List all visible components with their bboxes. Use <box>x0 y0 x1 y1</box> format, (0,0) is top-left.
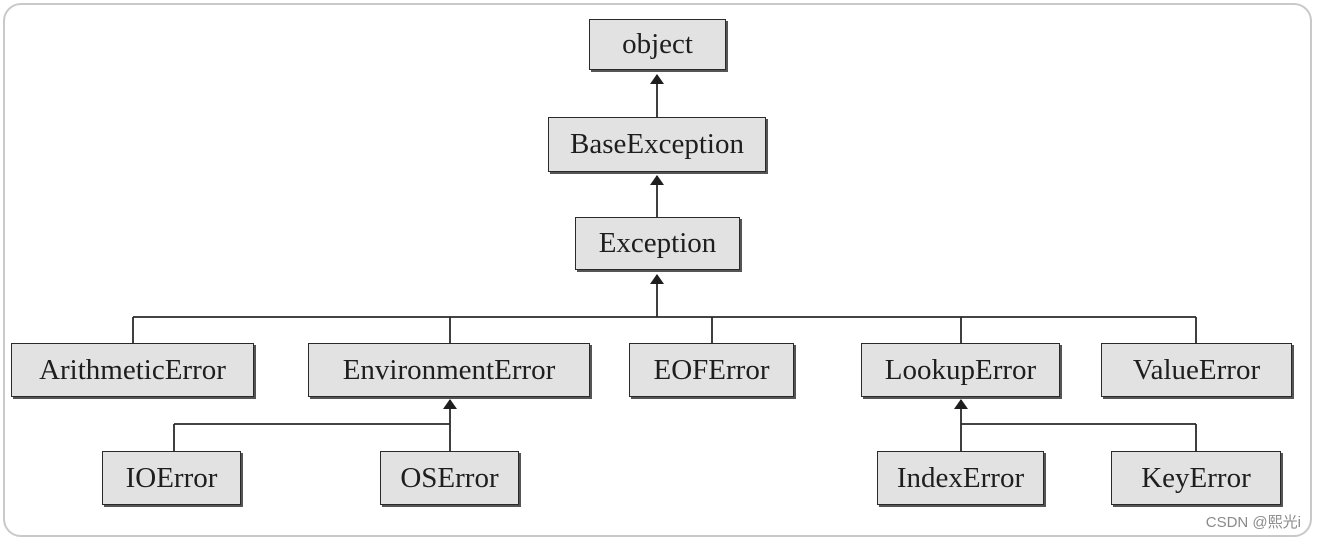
node-object: object <box>589 19 726 70</box>
node-lookup-error: LookupError <box>861 343 1060 397</box>
node-arithmetic-error: ArithmeticError <box>11 343 254 397</box>
node-base-exception: BaseException <box>548 117 766 172</box>
node-eof-error: EOFError <box>629 343 794 397</box>
node-value-error: ValueError <box>1101 343 1292 397</box>
node-os-error: OSError <box>380 451 519 505</box>
node-io-error: IOError <box>102 451 241 505</box>
node-environment-error: EnvironmentError <box>308 343 590 397</box>
node-exception: Exception <box>575 217 740 270</box>
node-key-error: KeyError <box>1111 451 1281 505</box>
node-index-error: IndexError <box>877 451 1044 505</box>
watermark: CSDN @熙光i <box>1205 514 1301 531</box>
